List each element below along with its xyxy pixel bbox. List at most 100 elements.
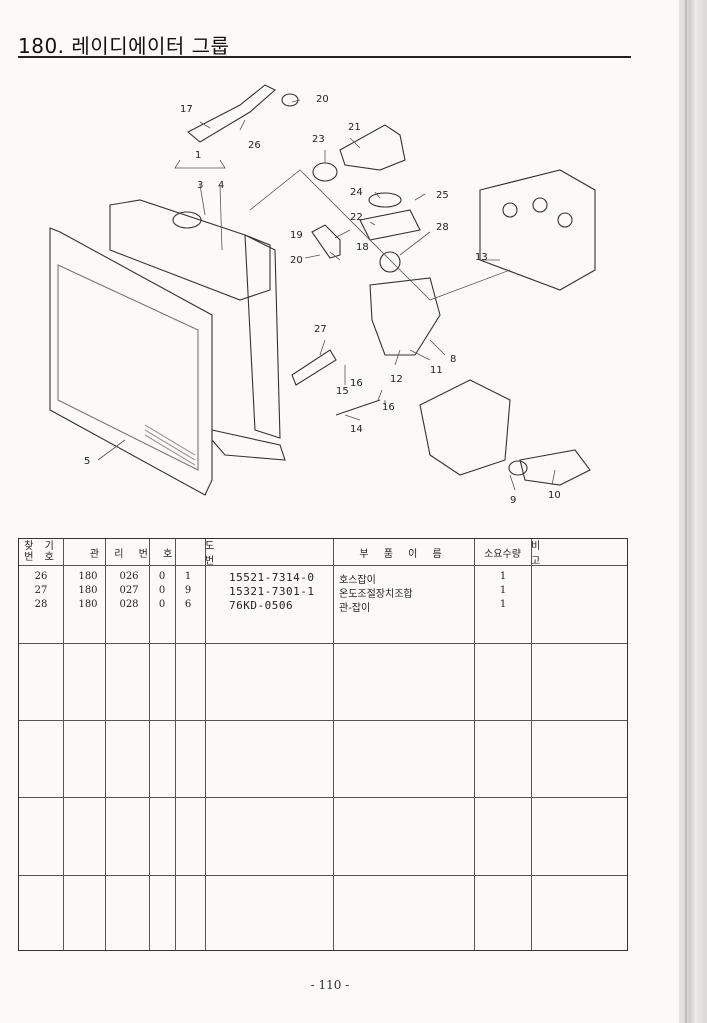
parts-table: 찾 기 번 호 관 리 번 호 도 번 부 품 이 름 소요수량 비 고 26 … [18,538,628,951]
callout-14: 14 [350,424,363,435]
cell-qty: 1 [499,599,507,610]
callout-5: 5 [84,456,90,467]
col-divider [531,539,532,950]
cell-mgmt-2: 026 [119,571,139,582]
cell-qty: 1 [499,571,507,582]
bracket-28 [291,349,337,386]
water-pump [419,379,511,476]
callout-1: 1 [195,150,201,161]
header-mgmt-no: 관 리 번 호 [89,548,179,560]
table-row: 28 180 028 0 6 76KD-0506 관-잡이 1 [19,599,627,614]
callout-21: 21 [348,122,361,133]
lower-hose-8 [519,449,591,486]
callout-4: 4 [218,180,224,191]
callout-17: 17 [180,104,193,115]
cell-mgmt-3: 0 [158,599,166,610]
table-row: 26 180 026 0 1 15521-7314-0 호스잡이 1 [19,571,627,586]
thermostat-gasket [368,192,402,208]
exploded-parts-diagram: 17 20 26 21 23 1 3 4 24 25 22 28 19 18 2… [0,60,680,520]
cell-mgmt-4: 1 [184,571,192,582]
bolt-14 [335,399,381,416]
callout-28: 27 [314,324,327,335]
radiator-side [244,234,281,439]
callout-8: 10 [548,490,561,501]
callout-22: 23 [312,134,325,145]
callout-3: 3 [197,180,203,191]
header-rule [19,565,627,566]
cell-part-name: 온도조절장치조합 [339,589,413,600]
radiator-frame [49,227,213,496]
cell-mgmt-1: 180 [78,599,98,610]
callout-12: 12 [390,374,403,385]
cell-mgmt-1: 180 [78,571,98,582]
header-remarks: 비 고 [531,541,591,567]
header-find-no-line1: 찾 기 [24,541,58,552]
header-part-name: 부 품 이 름 [359,548,448,560]
cell-mgmt-3: 0 [158,571,166,582]
callout-20a: 20 [316,94,329,105]
callout-16a: 16 [350,378,363,389]
row-rule [19,720,627,721]
hose-clamp-20 [281,93,299,107]
cell-part-no: 15521-7314-0 [229,571,315,584]
hose-21 [339,124,406,171]
callout-13: 13 [475,252,488,263]
radiator-bottom [211,429,286,461]
col-divider [175,539,176,950]
title-rule [18,56,631,58]
cell-part-no: 76KD-0506 [229,599,294,612]
callout-18: 18 [356,242,369,253]
callout-9: 9 [510,495,516,506]
radiator-core [57,264,199,471]
thermostat-body [369,277,441,356]
cell-no: 28 [34,599,48,610]
col-divider [63,539,64,950]
cell-no: 27 [34,585,48,596]
cell-no: 26 [34,571,48,582]
cell-mgmt-4: 6 [184,599,192,610]
thermostat-27 [379,251,401,273]
upper-hose [187,84,276,143]
col-divider [205,539,206,950]
engine-block [479,169,596,291]
header-drawing-no: 도 번 [205,541,255,567]
callout-11: 8 [450,354,456,365]
page-title: 180. 레이디에이터 그룹 [18,34,230,58]
callout-25: 25 [436,190,449,201]
callout-15: 15 [336,386,349,397]
radiator-grille [144,424,196,466]
callout-26: 26 [248,140,261,151]
callout-10: 11 [430,365,443,376]
cell-mgmt-1: 180 [78,585,98,596]
callout-27: 28 [436,222,449,233]
col-divider [105,539,106,950]
cell-part-name: 관-잡이 [339,603,371,614]
cell-part-name: 호스잡이 [339,575,376,586]
callout-23: 24 [350,187,363,198]
elbow-19 [311,224,341,259]
row-rule [19,797,627,798]
cell-mgmt-2: 028 [119,599,139,610]
diagram-svg: 17 20 26 21 23 1 3 4 24 25 22 28 19 18 2… [49,84,596,506]
clamp-22 [312,162,338,182]
col-divider [474,539,475,950]
cell-mgmt-3: 0 [158,585,166,596]
cell-mgmt-4: 9 [184,585,192,596]
engine-port-3 [557,212,573,228]
cell-part-no: 15321-7301-1 [229,585,315,598]
callout-20b: 20 [290,255,303,266]
engine-port-2 [532,197,548,213]
callout-19: 19 [290,230,303,241]
radiator-cap [172,211,202,229]
callout-16b: 16 [382,402,395,413]
radiator-tank [109,199,271,301]
engine-port-1 [502,202,518,218]
row-rule [19,643,627,644]
col-divider [333,539,334,950]
cell-qty: 1 [499,585,507,596]
table-row: 27 180 027 0 9 15321-7301-1 온도조절장치조합 1 [19,585,627,600]
clamp-9 [508,460,528,476]
header-find-no: 찾 기 번 호 [19,539,63,565]
callout-24: 22 [350,212,363,223]
leader-lines [97,99,556,491]
